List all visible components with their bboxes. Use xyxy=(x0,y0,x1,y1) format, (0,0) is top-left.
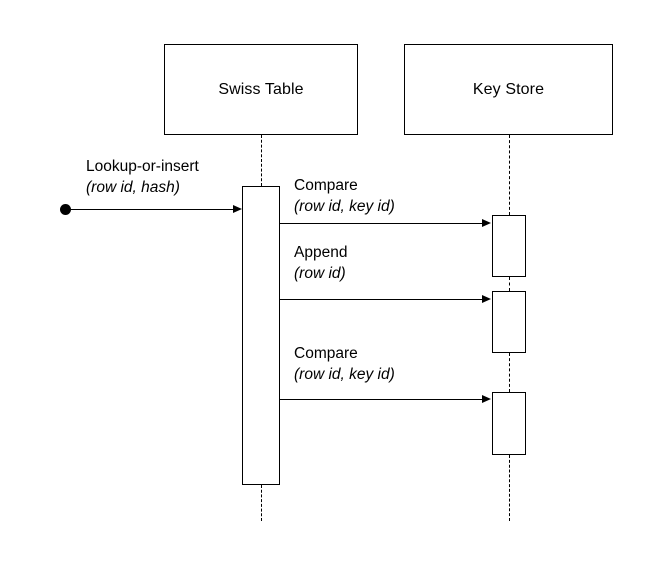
message-line-append xyxy=(280,299,483,300)
message-label-lookup-or-insert: Lookup-or-insert (row id, hash) xyxy=(86,157,199,198)
participant-box-key-store[interactable]: Key Store xyxy=(404,44,613,135)
activation-bar-key-store-3 xyxy=(492,392,526,455)
lifeline-key-store-segment-4 xyxy=(509,455,510,521)
message-label-compare-1: Compare (row id, key id) xyxy=(294,176,395,217)
message-params-compare-1: (row id, key id) xyxy=(294,197,395,215)
message-name-compare-1: Compare xyxy=(294,177,358,194)
lifeline-swiss-table-lower xyxy=(261,485,262,521)
arrowhead-compare-1 xyxy=(482,218,491,227)
message-params-append: (row id) xyxy=(294,264,346,282)
lifeline-swiss-table-upper xyxy=(261,135,262,186)
activation-bar-swiss-table xyxy=(242,186,280,485)
arrowhead-append xyxy=(482,294,491,303)
message-name-compare-2: Compare xyxy=(294,345,358,362)
message-line-compare-2 xyxy=(280,399,483,400)
lifeline-key-store-segment-1 xyxy=(509,135,510,215)
message-label-compare-2: Compare (row id, key id) xyxy=(294,344,395,385)
lifeline-key-store-segment-2 xyxy=(509,277,510,291)
participant-box-swiss-table[interactable]: Swiss Table xyxy=(164,44,358,135)
participant-label-key-store: Key Store xyxy=(472,80,545,98)
message-line-compare-1 xyxy=(280,223,483,224)
arrowhead-compare-2 xyxy=(482,394,491,403)
message-params-compare-2: (row id, key id) xyxy=(294,365,395,383)
lifeline-key-store-segment-3 xyxy=(509,353,510,392)
message-name-append: Append xyxy=(294,244,348,261)
message-name-lookup-or-insert: Lookup-or-insert xyxy=(86,158,199,175)
arrowhead-lookup-or-insert xyxy=(233,204,242,213)
participant-label-swiss-table: Swiss Table xyxy=(218,80,304,98)
message-label-append: Append (row id) xyxy=(294,243,347,284)
activation-bar-key-store-2 xyxy=(492,291,526,353)
message-params-lookup-or-insert: (row id, hash) xyxy=(86,178,180,196)
message-line-lookup-or-insert xyxy=(70,209,234,210)
activation-bar-key-store-1 xyxy=(492,215,526,277)
start-point-dot xyxy=(60,204,71,215)
